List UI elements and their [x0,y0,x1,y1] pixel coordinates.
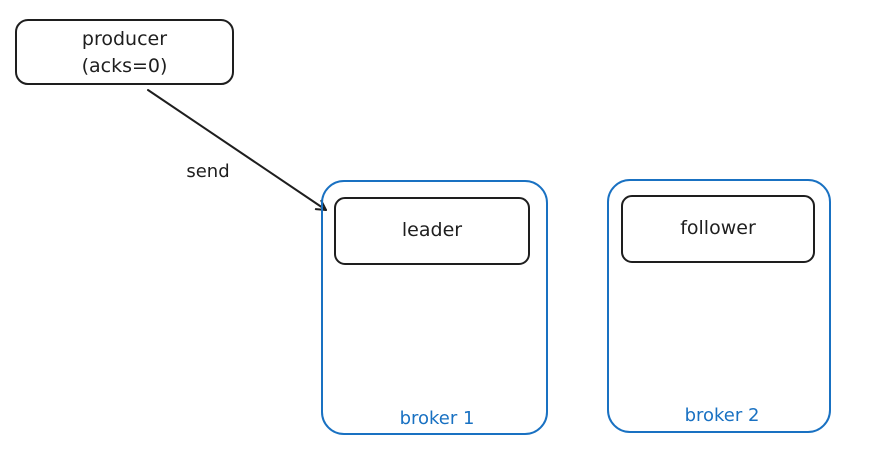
broker-1-label: broker 1 [400,408,475,429]
send-arrow[interactable]: send [147,89,327,211]
leader-partition-label: leader [402,219,462,241]
broker-1[interactable]: leader broker 1 [321,180,548,435]
broker-2-label: broker 2 [685,405,760,426]
producer-label-line1: producer [82,28,167,50]
broker-2[interactable]: follower broker 2 [607,179,831,433]
producer-label-line2: (acks=0) [82,55,168,77]
leader-partition-box[interactable] [334,197,530,265]
producer-node[interactable]: producer (acks=0) [15,19,234,85]
follower-partition-label: follower [680,217,756,239]
follower-partition-box[interactable] [621,195,815,263]
broker-1-box [321,180,548,435]
send-arrow-label: send [186,161,229,182]
broker-2-box [607,179,831,433]
send-arrow-line [147,89,327,211]
producer-box [15,19,234,85]
